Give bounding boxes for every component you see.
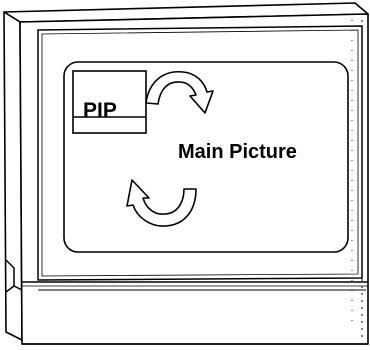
pip-window	[72, 70, 147, 134]
main-picture-label: Main Picture	[178, 141, 297, 163]
pip-label: PIP	[83, 99, 117, 122]
screen-bezel	[37, 25, 363, 281]
swap-arrow-up-icon	[145, 71, 214, 114]
swap-arrow-down-icon	[126, 179, 197, 227]
tv-base	[5, 259, 368, 345]
